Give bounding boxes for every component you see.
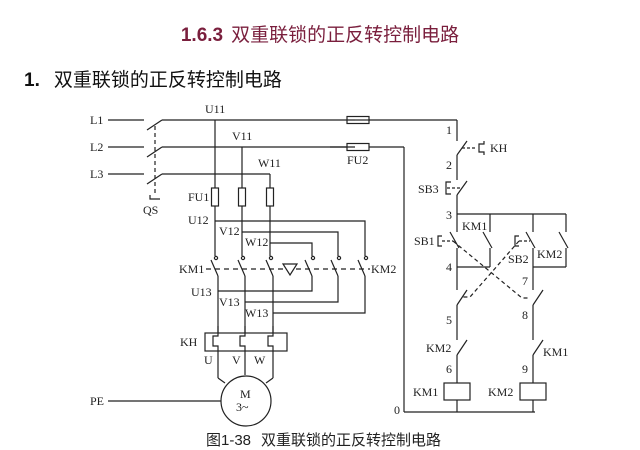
label-W: W	[254, 353, 266, 367]
label-FU2: FU2	[347, 153, 368, 167]
label-V: V	[232, 353, 241, 367]
label-KH-control: KH	[490, 141, 508, 155]
fuse-FU1-W	[265, 187, 275, 207]
thermal-relay-KH	[204, 332, 288, 352]
km2-main-contacts	[304, 255, 369, 277]
subsection-title: 1. 双重联锁的正反转控制电路	[24, 65, 282, 92]
qs-handle-icon	[149, 195, 160, 200]
sb2-start-button	[525, 231, 536, 249]
coil-KM1	[443, 382, 471, 401]
kh-element-V	[239, 326, 246, 356]
wire-W12-to-KM2	[270, 242, 313, 256]
qs-blade-2	[146, 146, 163, 158]
label-KM1-interlock: KM1	[543, 345, 568, 359]
label-node-2: 2	[446, 158, 452, 172]
km1-nc-interlock	[532, 339, 544, 356]
label-U12: U12	[188, 213, 209, 227]
label-W11: W11	[258, 156, 281, 170]
km1-main-contacts	[210, 255, 274, 277]
sb1-interlock-dash	[452, 240, 528, 299]
wire-V12-to-KM2	[242, 231, 339, 256]
label-SB3: SB3	[418, 182, 439, 196]
label-KM2-interlock: KM2	[426, 341, 451, 355]
label-KM2-coil: KM2	[488, 385, 513, 399]
sb3-stop-button	[456, 180, 468, 196]
label-V12: V12	[219, 224, 240, 238]
power-circuit	[108, 119, 370, 427]
wire-U12-to-KM2	[215, 220, 366, 256]
label-PE: PE	[90, 394, 104, 408]
label-L2: L2	[90, 140, 103, 154]
label-node-9: 9	[522, 362, 528, 376]
label-node-6: 6	[446, 362, 452, 376]
qs-blade-1	[146, 119, 163, 131]
label-SB2: SB2	[508, 252, 529, 266]
kh-contact-icon	[478, 141, 485, 155]
mechanical-interlock-icon	[281, 263, 299, 277]
wire-W13-from-KM2	[273, 276, 366, 314]
label-KM1-holding: KM1	[462, 219, 487, 233]
fuse-FU1-U	[210, 187, 220, 207]
km2-holding-contact	[558, 231, 569, 249]
label-FU1: FU1	[188, 190, 209, 204]
sb2-nc-contact	[456, 289, 468, 306]
label-W13: W13	[245, 306, 268, 320]
label-L3: L3	[90, 167, 103, 181]
control-circuit	[330, 115, 569, 413]
coil-KM2	[519, 382, 547, 401]
sb1-nc-contact	[532, 289, 544, 306]
sb2-button-icon	[514, 235, 519, 247]
label-node-8: 8	[522, 308, 528, 322]
label-KM1-power: KM1	[179, 262, 204, 276]
label-QS: QS	[143, 203, 158, 217]
label-node-7: 7	[522, 274, 528, 288]
label-KM1-coil: KM1	[413, 385, 438, 399]
subsection-number: 1.	[24, 70, 40, 91]
kh-element-W	[267, 326, 274, 356]
sb2-interlock-dash	[462, 240, 520, 298]
label-node-1: 1	[446, 123, 452, 137]
label-U13: U13	[191, 285, 212, 299]
label-W12: W12	[245, 235, 268, 249]
sb3-button-icon	[445, 181, 451, 195]
label-V11: V11	[232, 129, 252, 143]
label-KM2-holding: KM2	[537, 247, 562, 261]
wire-U13-from-KM2	[218, 276, 313, 292]
subsection-title-text: 双重联锁的正反转控制电路	[53, 69, 282, 91]
label-KM2-power: KM2	[371, 262, 396, 276]
section-title-text: 双重联锁的正反转控制电路	[231, 24, 460, 46]
label-V13: V13	[219, 295, 240, 309]
diagram-labels: L1 L2 L3 QS U11 V11 W11 FU1 U12 V12 W12 …	[90, 102, 568, 417]
section-title: 1.6.3 双重联锁的正反转控制电路	[0, 20, 640, 47]
label-M: M	[240, 387, 251, 401]
wire-V13-from-KM2	[245, 276, 339, 303]
figure-caption: 图1-38 双重联锁的正反转控制电路	[206, 429, 441, 450]
label-node-5: 5	[446, 313, 452, 327]
label-node-3: 3	[446, 208, 452, 222]
figure-number: 图1-38	[206, 432, 252, 449]
fuse-FU1-V	[237, 187, 247, 207]
kh-element-U	[212, 326, 219, 356]
figure-caption-text: 双重联锁的正反转控制电路	[261, 431, 442, 449]
sb1-button-icon	[437, 235, 442, 247]
label-node-0: 0	[394, 403, 400, 417]
label-KH-power: KH	[180, 335, 198, 349]
label-node-4: 4	[446, 260, 452, 274]
label-L1: L1	[90, 113, 103, 127]
sb1-start-button	[449, 231, 460, 249]
km2-nc-interlock	[456, 339, 468, 356]
label-U11: U11	[205, 102, 225, 116]
section-number: 1.6.3	[180, 25, 224, 46]
label-U: U	[204, 353, 213, 367]
label-SB1: SB1	[414, 234, 435, 248]
km1-holding-contact	[482, 231, 493, 249]
label-M3: 3~	[236, 400, 249, 414]
